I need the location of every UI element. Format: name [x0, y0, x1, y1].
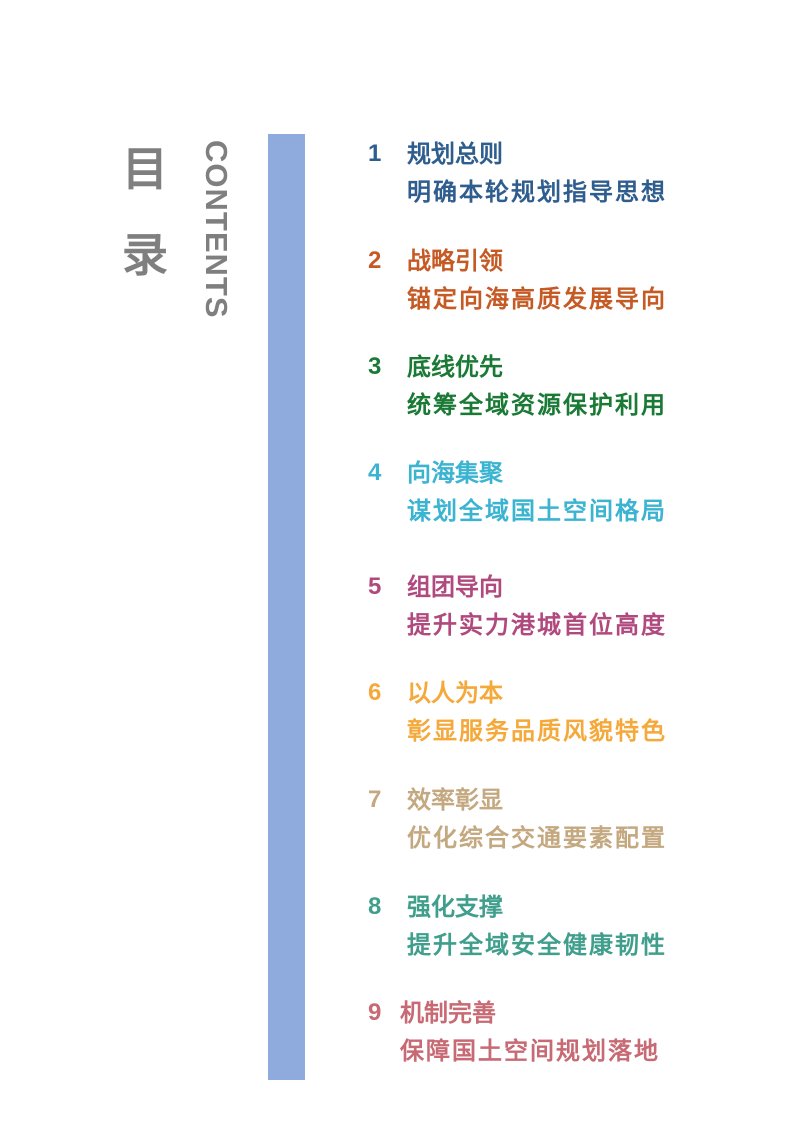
toc-subtitle: 彰显服务品质风貌特色: [407, 717, 667, 745]
toc-title: 以人为本: [407, 679, 503, 707]
toc-number: 7: [368, 786, 382, 813]
toc-title: 机制完善: [400, 999, 496, 1027]
contents-heading-cn-1: 目: [122, 142, 168, 196]
contents-heading-cn-2: 录: [122, 228, 168, 282]
toc-subtitle: 保障国土空间规划落地: [400, 1037, 660, 1065]
toc-title: 效率彰显: [407, 786, 503, 814]
toc-title: 向海集聚: [407, 459, 503, 487]
toc-subtitle: 提升实力港城首位高度: [407, 611, 667, 639]
toc-number: 3: [368, 353, 382, 380]
toc-title: 规划总则: [407, 140, 503, 168]
toc-number: 6: [368, 679, 382, 706]
toc-number: 4: [368, 459, 382, 486]
toc-title: 组团导向: [407, 573, 503, 601]
toc-title: 强化支撑: [407, 893, 503, 921]
toc-number: 1: [368, 140, 382, 167]
toc-title: 战略引领: [407, 247, 503, 275]
toc-subtitle: 统筹全域资源保护利用: [407, 391, 667, 419]
toc-title: 底线优先: [407, 353, 503, 381]
toc-subtitle: 明确本轮规划指导思想: [407, 178, 667, 206]
toc-number: 2: [368, 247, 382, 274]
toc-subtitle: 优化综合交通要素配置: [407, 824, 667, 852]
toc-number: 5: [368, 573, 382, 600]
toc-subtitle: 谋划全域国土空间格局: [407, 497, 667, 525]
toc-number: 8: [368, 893, 382, 920]
toc-subtitle: 锚定向海高质发展导向: [407, 285, 667, 313]
accent-bar: [268, 134, 305, 1080]
contents-heading-en: CONTENTS: [199, 140, 234, 319]
toc-subtitle: 提升全域安全健康韧性: [407, 931, 667, 959]
toc-number: 9: [368, 999, 382, 1026]
